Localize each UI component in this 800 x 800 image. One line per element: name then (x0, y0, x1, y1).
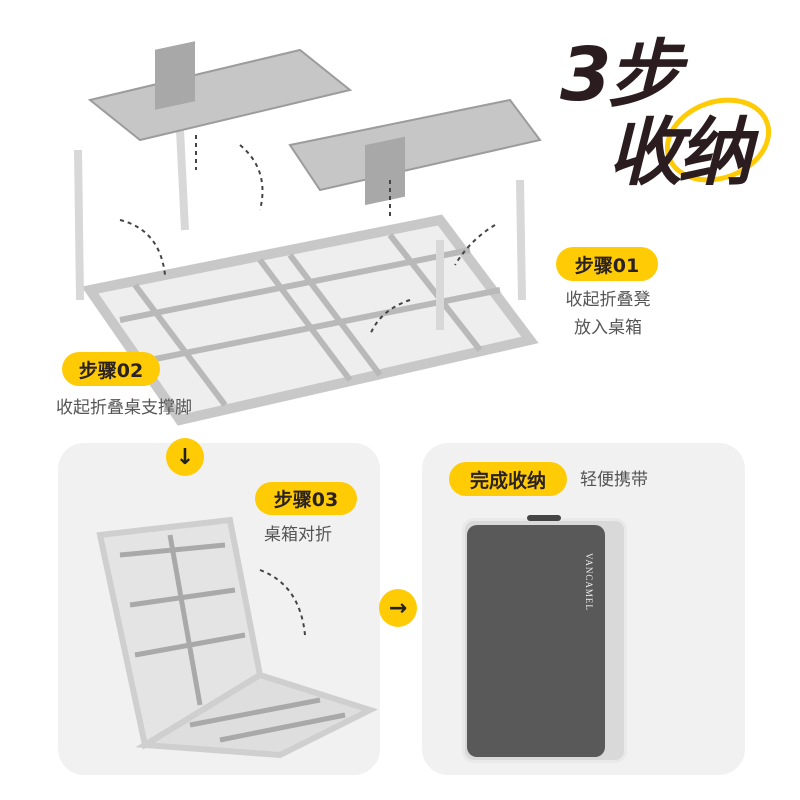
step1-desc-line1: 收起折叠凳 (565, 290, 651, 310)
case-handle (527, 515, 561, 521)
title-line2: 收纳 (608, 110, 752, 196)
complete-badge: 完成收纳 (449, 462, 567, 496)
highlight-circle (664, 97, 772, 183)
case-surface: VANCAMEL (467, 525, 605, 757)
complete-desc: 轻便携带 (580, 470, 648, 490)
step2-badge: 步骤02 (62, 352, 160, 386)
brand-logo: VANCAMEL (584, 553, 594, 611)
step3-badge: 步骤03 (255, 482, 357, 515)
arrow-down-icon: ↓ (166, 438, 204, 476)
step3-desc: 桌箱对折 (264, 525, 332, 545)
step1-desc-line2: 放入桌箱 (574, 318, 642, 338)
folded-case: VANCAMEL (462, 515, 627, 763)
step2-desc: 收起折叠桌支撑脚 (56, 398, 192, 418)
step1-badge: 步骤01 (556, 247, 658, 281)
step1-desc: 收起折叠凳 放入桌箱 (540, 286, 676, 342)
arrow-right-icon: → (379, 589, 417, 627)
title-line1: 3步 (560, 32, 681, 118)
half-folded-table-illustration (96, 516, 378, 759)
open-table-illustration (74, 41, 542, 426)
